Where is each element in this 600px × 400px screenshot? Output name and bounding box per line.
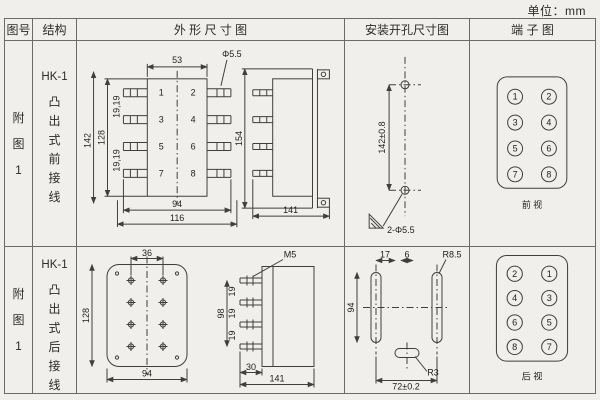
dim-19: 19	[227, 286, 237, 296]
terminal-number: 7	[513, 169, 518, 179]
rear-view	[106, 256, 188, 375]
dim-94: 94	[346, 302, 356, 312]
dim-r3: R3	[427, 368, 439, 378]
install-hole-drawing-front-wiring: 142±0.8 2-Φ5.5	[368, 56, 421, 235]
dim-142: 142	[83, 133, 93, 148]
header-install: 安装开孔尺寸图	[345, 19, 470, 41]
terminal-number: 8	[546, 169, 551, 179]
terminal-block: 1 2 3 4 5 6 7 8	[496, 76, 568, 189]
dim-141: 141	[269, 374, 284, 384]
dim-141: 141	[283, 205, 298, 215]
terminal-diagram-rear-view: 2 1 4 3 6 5 8 7 后 视	[495, 254, 569, 381]
terminal-number: 2	[512, 269, 517, 279]
pin-number: 4	[191, 115, 196, 125]
terminal-number: 8	[512, 342, 517, 352]
dim-36: 36	[142, 248, 152, 258]
dim-72-0-2: 72±0.2	[392, 382, 419, 392]
dim-r8-5: R8.5	[442, 250, 461, 260]
row1-structure: HK-1 凸出式前接线	[33, 41, 77, 247]
dim-53: 53	[172, 55, 182, 65]
dim-142-0-8: 142±0.8	[377, 121, 387, 153]
row2-structure: HK-1 凸出式后接线	[33, 247, 77, 393]
pin-number: 6	[191, 141, 196, 151]
install-slot-dimensions: 17 6 R8.5 94 R3 72±0.2	[346, 250, 462, 392]
row1-fig-label: 附图1	[12, 110, 25, 177]
header-structure: 结构	[33, 19, 77, 41]
dim-98: 98	[216, 308, 226, 318]
row2-model: HK-1	[41, 259, 68, 271]
terminal-number: 1	[513, 92, 518, 102]
row2-install-cell: 17 6 R8.5 94 R3 72±0.2	[345, 247, 470, 393]
terminal-diagram-front-view: 1 2 3 4 5 6 7 8 前 视	[496, 76, 568, 210]
dim-128: 128	[81, 308, 91, 323]
pin-number: 5	[159, 141, 164, 151]
terminal-block: 2 1 4 3 6 5 8 7	[495, 254, 569, 362]
terminal-number: 2	[546, 92, 551, 102]
header-fig-no: 图号	[5, 19, 33, 41]
pin-number: 7	[159, 168, 164, 178]
dim-6: 6	[404, 250, 409, 260]
dim-94: 94	[172, 199, 182, 209]
row1-structure-desc: 凸出式前接线	[48, 95, 61, 204]
row1-outline-cell: 1 2 3 4 5 6 7 8 53 Φ5.5 142	[77, 41, 345, 247]
outline-drawing-rear-wiring: 36 128 94 M5 98	[81, 248, 315, 388]
header-terminal: 端 子 图	[470, 19, 595, 41]
row2-fig-no: 附图1	[5, 247, 33, 393]
dim-17: 17	[380, 250, 390, 260]
row1-fig-no: 附图1	[5, 41, 33, 247]
dim-19: 19	[227, 308, 237, 318]
pin-number: 8	[191, 168, 196, 178]
front-view-dimensions: 53 Φ5.5 142 128 19,19 19,19 94 116	[83, 49, 242, 228]
spec-table: 图号 结构 外 形 尺 寸 图 安装开孔尺寸图 端 子 图 附图1 HK-1 凸…	[4, 18, 596, 394]
header-outline: 外 形 尺 寸 图	[77, 19, 345, 41]
dim-30: 30	[246, 362, 256, 372]
side-view-rear-wiring	[239, 266, 315, 367]
dim-m5: M5	[284, 250, 297, 260]
terminal-view-caption: 后 视	[522, 370, 543, 381]
pin-number: 2	[191, 88, 196, 98]
front-view: 1 2 3 4 5 6 7 8	[122, 70, 232, 205]
install-hole-drawing-rear-wiring: 17 6 R8.5 94 R3 72±0.2	[346, 250, 462, 392]
rear-view-dimensions: 36 128 94	[81, 248, 188, 383]
pin-number: 1	[159, 88, 164, 98]
side-view	[252, 68, 330, 209]
row1-model: HK-1	[41, 71, 68, 83]
row2-terminal-cell: 2 1 4 3 6 5 8 7 后 视	[470, 247, 595, 393]
terminal-number: 7	[547, 342, 552, 352]
row2-outline-cell: 36 128 94 M5 98	[77, 247, 345, 393]
terminal-number: 4	[512, 293, 517, 303]
terminal-number: 3	[513, 118, 518, 128]
dim-phi5-5: Φ5.5	[222, 49, 242, 59]
mounting-holes	[389, 56, 421, 217]
terminal-number: 5	[547, 318, 552, 328]
terminal-number: 5	[513, 143, 518, 153]
terminal-number: 1	[547, 269, 552, 279]
terminal-number: 6	[512, 318, 517, 328]
terminal-number: 6	[546, 143, 551, 153]
unit-label: 单位：mm	[527, 4, 586, 18]
outline-drawing-front-wiring: 1 2 3 4 5 6 7 8 53 Φ5.5 142	[83, 49, 331, 228]
terminal-number: 3	[547, 293, 552, 303]
holes-callout: 2-Φ5.5	[387, 225, 415, 235]
row2-structure-desc: 凸出式后接线	[48, 283, 61, 392]
dim-19-19-lower: 19,19	[111, 149, 121, 171]
row1-install-cell: 142±0.8 2-Φ5.5	[345, 41, 470, 247]
mounting-slots	[363, 264, 449, 369]
terminal-view-caption: 前 视	[522, 199, 542, 210]
dim-19-19-upper: 19,19	[111, 95, 121, 117]
terminal-number: 4	[546, 118, 551, 128]
dim-19: 19	[227, 330, 237, 340]
dim-116: 116	[170, 213, 184, 223]
dim-128: 128	[97, 130, 107, 145]
row2-fig-label: 附图1	[12, 287, 25, 353]
side-view-rear-dimensions: M5 98 19 19 19 30 141	[216, 250, 315, 388]
row1-terminal-cell: 1 2 3 4 5 6 7 8 前 视	[470, 41, 595, 247]
pin-number: 3	[159, 115, 164, 125]
install-dimensions: 142±0.8 2-Φ5.5	[368, 84, 415, 235]
dim-94: 94	[142, 369, 152, 379]
side-view-dimensions: 154 141	[234, 68, 331, 220]
dim-154: 154	[234, 131, 244, 146]
